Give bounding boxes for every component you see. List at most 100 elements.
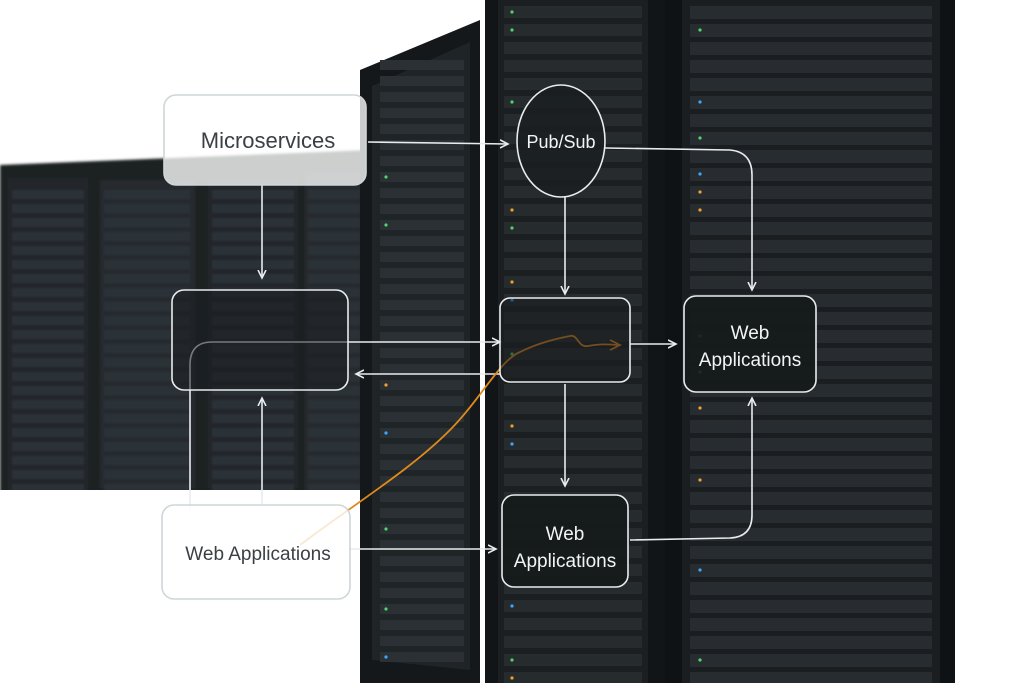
arrow-web-apps-bottom-to-right [629, 398, 752, 541]
rack-slot [380, 492, 464, 502]
status-led [384, 175, 388, 179]
rack-slot [12, 330, 84, 339]
rack-slot [12, 400, 84, 409]
rack-slot [690, 636, 932, 649]
node-web-apps-right-line1: Web [731, 323, 770, 344]
rack-slot [12, 372, 84, 381]
rack-slot [504, 420, 642, 432]
rack-slot [504, 600, 642, 612]
rack-slot [380, 76, 464, 86]
status-led [698, 28, 702, 32]
rack-slot [380, 332, 464, 342]
rack-slot [380, 444, 464, 454]
arrow-pubsub-to-web-apps-right [604, 147, 752, 290]
rack-slot [380, 460, 464, 470]
status-led [510, 442, 514, 446]
rack-slot [380, 380, 464, 390]
status-led [510, 100, 514, 104]
rack-slot [380, 284, 464, 294]
rack-slot [12, 470, 84, 479]
rack-slot [308, 442, 360, 451]
rack-slot [104, 316, 190, 325]
rack-slot [504, 42, 642, 54]
rack-slot [308, 260, 360, 269]
rack-slot [104, 484, 190, 493]
rack-slot [212, 484, 294, 493]
status-led [698, 136, 702, 140]
node-center-box [499, 297, 631, 383]
rack-slot [212, 414, 294, 423]
rack-slot [212, 456, 294, 465]
rack-slot [690, 240, 932, 253]
status-led [698, 406, 702, 410]
status-led [510, 658, 514, 662]
rack-slot [308, 414, 360, 423]
rack-slot [504, 636, 642, 648]
rack-slot [308, 400, 360, 409]
status-led [510, 10, 514, 14]
rack-slot [504, 474, 642, 486]
rack-slot [380, 604, 464, 614]
rack-slot [690, 600, 932, 613]
server-racks-mid [360, 20, 480, 683]
rack-slot [504, 78, 642, 90]
rack-slot [690, 222, 932, 235]
rack-slot [12, 456, 84, 465]
rack-slot [104, 204, 190, 213]
rack-slot [104, 442, 190, 451]
rack-slot [380, 204, 464, 214]
rack-slot [104, 274, 190, 283]
rack-slot [380, 188, 464, 198]
rack-slot [504, 402, 642, 414]
rack-slot [104, 218, 190, 227]
rack-slot [380, 572, 464, 582]
rack-slot [504, 222, 642, 234]
rack-slot [380, 156, 464, 166]
rack-slot [12, 232, 84, 241]
rack-slot [690, 186, 932, 199]
rack-slot [12, 316, 84, 325]
rack-slot [380, 636, 464, 646]
rack-slot [690, 474, 932, 487]
status-led [384, 383, 388, 387]
rack-slot [12, 190, 84, 199]
rack-slot [104, 232, 190, 241]
rack-slot [504, 276, 642, 288]
status-led [510, 424, 514, 428]
node-microservices: Microservices [163, 94, 367, 186]
rack-slot [308, 190, 360, 199]
rack-slot [104, 428, 190, 437]
rack-slot [380, 476, 464, 486]
status-led [698, 658, 702, 662]
rack-slot [380, 124, 464, 134]
rack-slot [380, 412, 464, 422]
status-led [698, 568, 702, 572]
rack-slot [504, 618, 642, 630]
rack-slot [504, 204, 642, 216]
rack-slot [308, 428, 360, 437]
rack-slot [690, 582, 932, 595]
rack-slot [380, 60, 464, 70]
rack-slot [690, 420, 932, 433]
rack-slot [12, 428, 84, 437]
rack-slot [212, 260, 294, 269]
rack-slot [690, 132, 932, 145]
rack-slot [690, 60, 932, 73]
rack-slot [380, 540, 464, 550]
rack-slot [380, 108, 464, 118]
rack-slot [380, 620, 464, 630]
rack-slot [212, 400, 294, 409]
rack-slot [212, 428, 294, 437]
rack-slot [690, 402, 932, 415]
status-led [384, 527, 388, 531]
rack-slot [690, 204, 932, 217]
rack-slot [380, 316, 464, 326]
rack-slot [12, 260, 84, 269]
rack-slot [308, 484, 360, 493]
rack-slot [104, 372, 190, 381]
node-web-apps-right-line2: Applications [699, 350, 801, 371]
rack-slot [104, 358, 190, 367]
rack-slot [380, 524, 464, 534]
